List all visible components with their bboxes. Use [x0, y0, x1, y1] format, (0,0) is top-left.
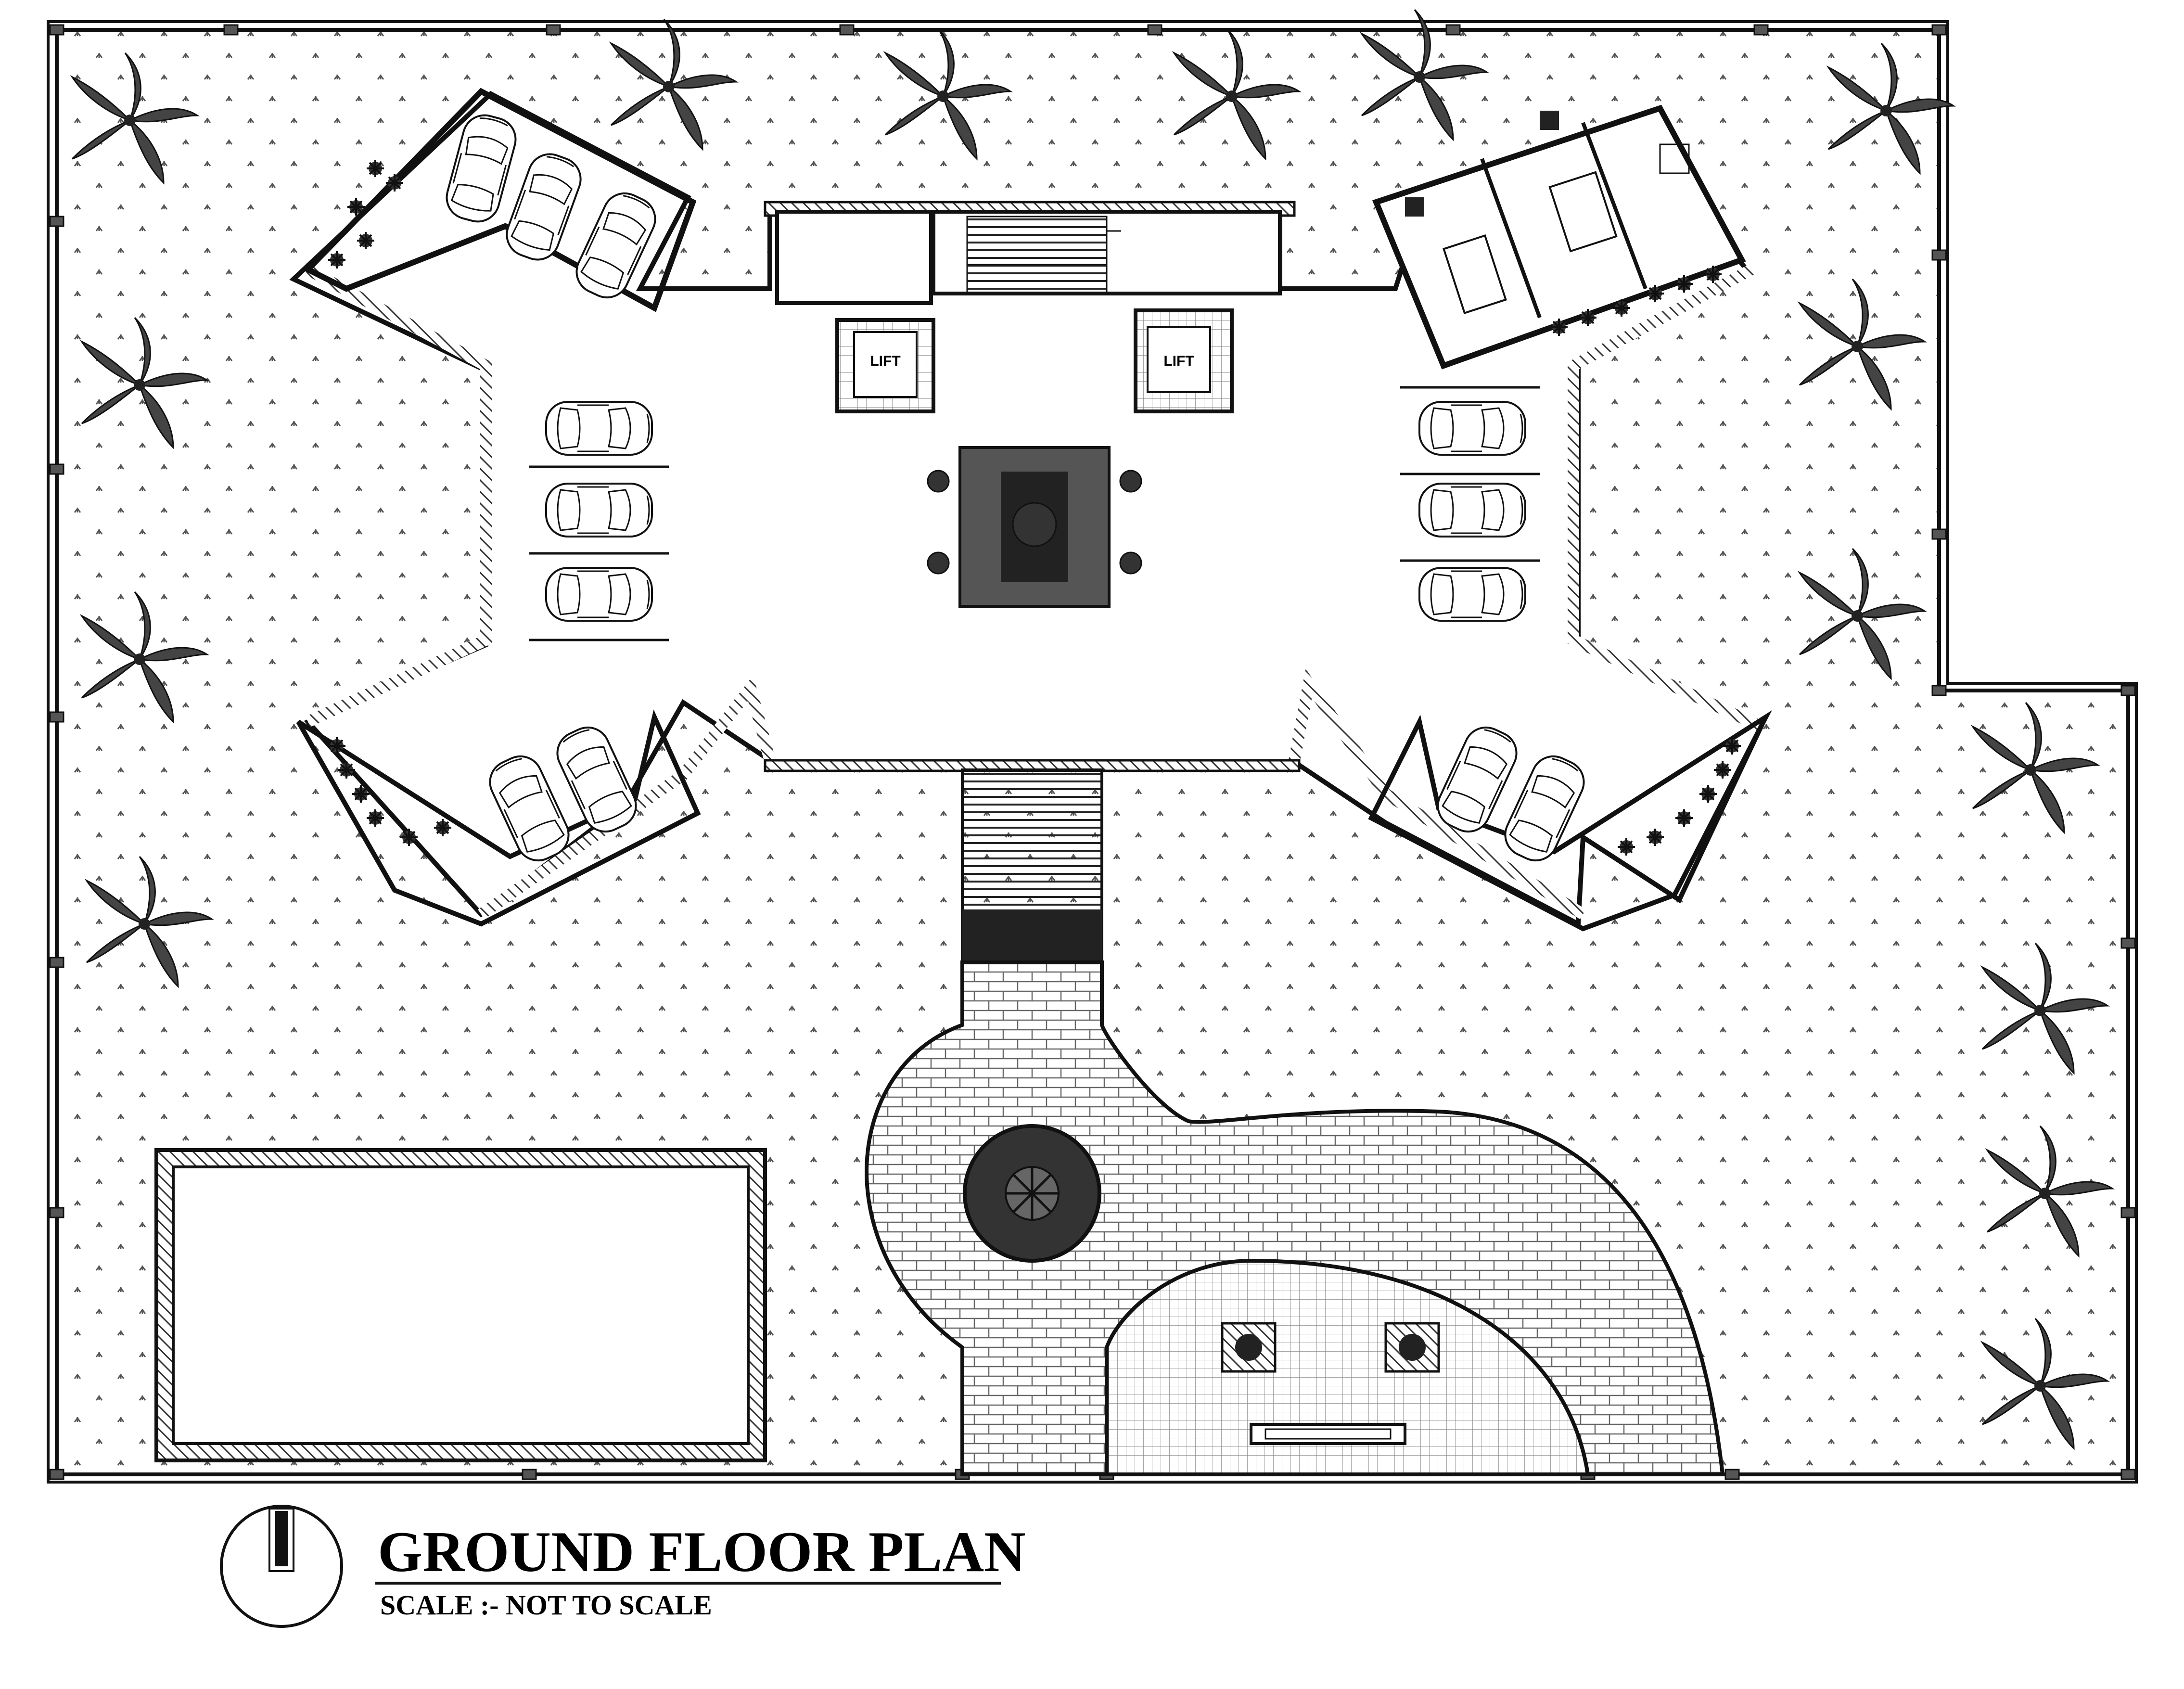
swimming-pool: [154, 1148, 767, 1462]
parking-bay-top-left: [303, 88, 697, 312]
lift-label: LIFT: [870, 353, 900, 369]
parking-left: [529, 401, 669, 641]
parking-bay-bottom-right: [1368, 710, 1772, 932]
fountain-icon: [963, 1124, 1101, 1263]
planter-icon: [1221, 1322, 1440, 1445]
central-courtyard: [927, 446, 1142, 608]
parking-bay-bottom-left: [296, 709, 701, 927]
parking-right: [1400, 386, 1540, 622]
north-arrow-icon: [220, 1505, 343, 1628]
title-block: GROUND FLOOR PLAN SCALE :- NOT TO SCALE: [220, 1505, 1026, 1628]
apartment-block: [1372, 104, 1746, 370]
lift-right: LIFT: [1134, 308, 1234, 413]
lift-left: LIFT: [835, 318, 935, 413]
entrance-steps: [961, 768, 1103, 964]
paved-forecourt: [865, 960, 1725, 1476]
plan-scale: SCALE :- NOT TO SCALE: [380, 1589, 712, 1621]
seating-icon: [927, 470, 1142, 575]
plan-title: GROUND FLOOR PLAN: [378, 1520, 1026, 1584]
lift-label: LIFT: [1163, 353, 1194, 369]
staircase-icon: [775, 210, 1282, 305]
